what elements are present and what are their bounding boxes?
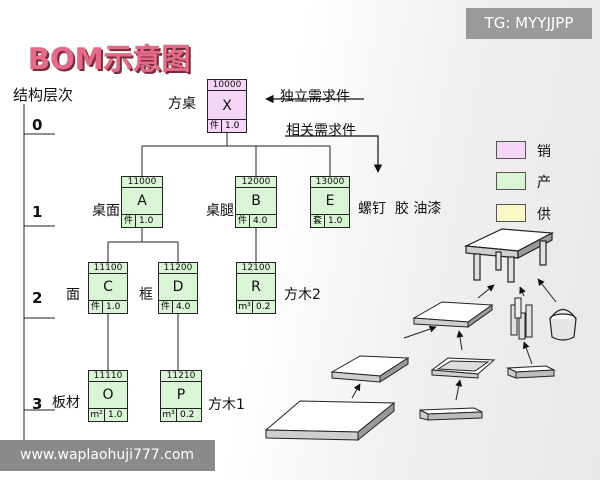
node-unit: 件 xyxy=(159,301,173,313)
node-unit-row: 件 1.0 xyxy=(122,214,162,227)
legend-swatch-sales xyxy=(496,141,526,159)
node-letter: D xyxy=(172,279,184,295)
node-code: 11210 xyxy=(161,371,201,382)
node-code: 12100 xyxy=(237,263,275,274)
node-unit: m³ xyxy=(161,409,177,421)
node-qty: 0.2 xyxy=(256,302,271,312)
raw-stick-illustration xyxy=(419,407,483,421)
node-qty: 1.0 xyxy=(328,216,343,226)
node-unit-row: 件 4.0 xyxy=(159,300,197,313)
bucket-illustration xyxy=(549,308,577,341)
legend-label-sales: 销 xyxy=(537,144,551,160)
node-qty: 4.0 xyxy=(176,302,191,312)
node-unit-row: 件 1.0 xyxy=(89,300,127,313)
independent-demand-annotation: 独立需求件 xyxy=(280,89,350,105)
node-code: 11000 xyxy=(122,177,162,188)
node-unit: 套 xyxy=(311,215,325,227)
bom-node-x: 10000 X 件 1.0 xyxy=(207,79,247,133)
level-0-label: 0 xyxy=(32,116,43,134)
stick-illustration xyxy=(506,365,556,379)
url-watermark: www.waplaohuji777.com xyxy=(0,440,215,471)
node-unit: 件 xyxy=(208,120,222,132)
node-qty: 1.0 xyxy=(139,216,154,226)
node-letter: X xyxy=(222,98,232,114)
node-unit-row: m² 1.0 xyxy=(89,408,127,421)
node-label-a: 桌面 xyxy=(92,203,120,219)
bom-node-e: 13000 E 套 1.0 xyxy=(310,176,350,228)
node-label-d: 框 xyxy=(139,287,153,303)
tabletop-illustration xyxy=(412,301,494,328)
node-qty: 0.2 xyxy=(180,410,195,420)
node-unit-row: m³ 0.2 xyxy=(237,300,275,313)
frame-illustration xyxy=(430,357,496,379)
node-code: 13000 xyxy=(311,177,349,188)
node-unit-row: 件 1.0 xyxy=(208,119,246,132)
raw-board-illustration xyxy=(264,400,396,442)
bom-node-d: 11200 D 件 4.0 xyxy=(158,262,198,314)
node-code: 11100 xyxy=(89,263,127,274)
node-letter: B xyxy=(251,193,261,209)
node-code: 11110 xyxy=(89,371,127,382)
node-code: 10000 xyxy=(208,80,246,91)
bom-node-p: 11210 P m³ 0.2 xyxy=(160,370,202,422)
bom-node-c: 11100 C 件 1.0 xyxy=(88,262,128,314)
node-label-p: 方木1 xyxy=(208,397,245,413)
node-label-o: 板材 xyxy=(52,395,80,411)
node-unit-row: 套 1.0 xyxy=(311,214,349,227)
node-unit: m² xyxy=(89,409,105,421)
diagram-title: BOM示意图 xyxy=(28,42,191,76)
node-letter: C xyxy=(103,279,113,295)
legend-label-supply: 供 xyxy=(537,207,551,223)
legend-swatch-supply xyxy=(496,204,526,222)
node-unit: 件 xyxy=(236,215,250,227)
node-letter: O xyxy=(102,387,114,403)
legend-label-production: 产 xyxy=(537,175,551,191)
node-code: 12000 xyxy=(236,177,276,188)
level-3-label: 3 xyxy=(32,395,43,413)
node-qty: 1.0 xyxy=(225,121,240,131)
node-qty: 1.0 xyxy=(108,410,123,420)
board-illustration xyxy=(330,355,410,383)
node-label-b: 桌腿 xyxy=(206,203,234,219)
node-unit-row: 件 4.0 xyxy=(236,214,276,227)
node-unit: m³ xyxy=(237,301,253,313)
legs-illustration xyxy=(510,297,533,340)
node-letter: E xyxy=(325,193,335,209)
node-qty: 1.0 xyxy=(106,302,121,312)
node-label-c: 面 xyxy=(66,287,80,303)
bom-node-b: 12000 B 件 4.0 xyxy=(235,176,277,228)
node-letter: P xyxy=(176,387,186,403)
node-unit-row: m³ 0.2 xyxy=(161,408,201,421)
node-label-r: 方木2 xyxy=(284,287,321,303)
dependent-demand-annotation: 相关需求件 xyxy=(286,123,356,139)
bom-node-o: 11110 O m² 1.0 xyxy=(88,370,128,422)
node-letter: A xyxy=(137,193,147,209)
node-letter: R xyxy=(251,279,261,295)
level-1-label: 1 xyxy=(32,203,43,221)
node-unit: 件 xyxy=(122,215,136,227)
legend-swatch-production xyxy=(496,172,526,190)
node-label-x: 方桌 xyxy=(168,96,196,112)
bom-node-r: 12100 R m³ 0.2 xyxy=(236,262,276,314)
node-unit: 件 xyxy=(89,301,103,313)
level-axis-title: 结构层次 xyxy=(13,86,74,104)
node-label-e: 螺钉 胶 油漆 xyxy=(358,201,442,217)
node-code: 11200 xyxy=(159,263,197,274)
bom-node-a: 11000 A 件 1.0 xyxy=(121,176,163,228)
level-2-label: 2 xyxy=(32,289,43,307)
node-qty: 4.0 xyxy=(253,216,268,226)
tg-watermark: TG: MYYJJPP xyxy=(466,8,592,39)
table-illustration xyxy=(463,228,555,283)
